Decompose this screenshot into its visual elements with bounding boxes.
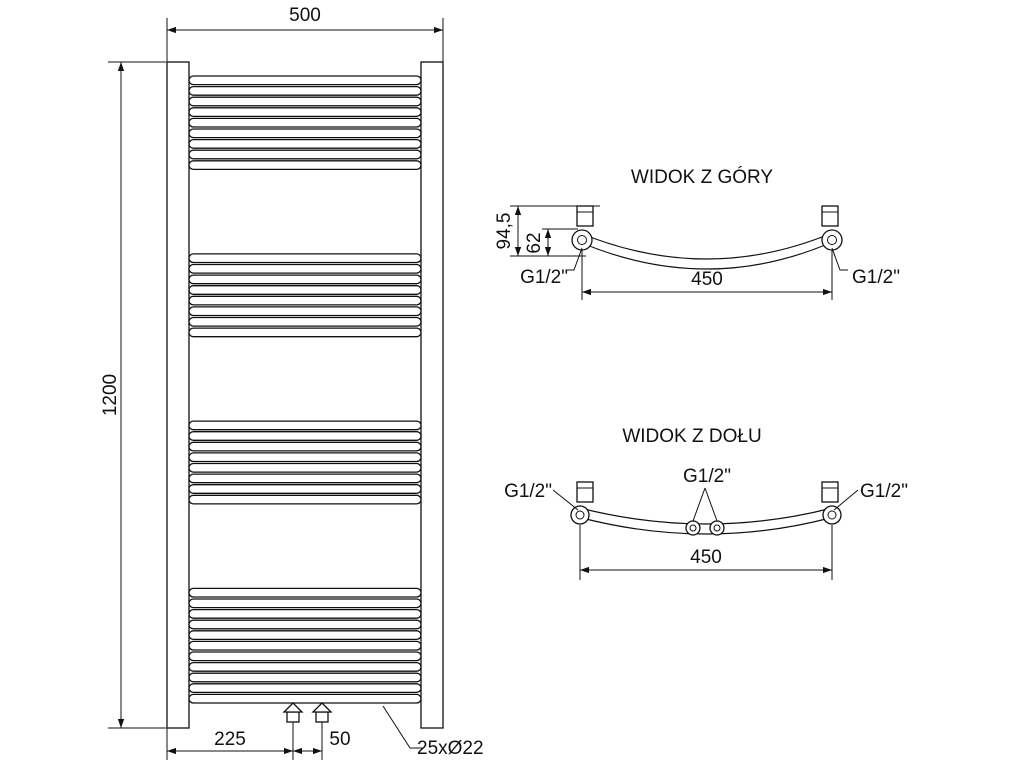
- bottom-span-dimension-label: 450: [690, 547, 722, 568]
- bottom-left-connection-label: G1/2": [504, 481, 552, 502]
- horizontal-tube: [188, 651, 422, 662]
- horizontal-tube: [188, 452, 422, 463]
- valve-left: [282, 702, 304, 760]
- middle-connection-leader: [704, 487, 718, 522]
- horizontal-tube: [188, 630, 422, 641]
- bottom-left-valve: [570, 481, 594, 525]
- tubes-leader-line: [382, 705, 422, 749]
- bottom-right-connection-label: G1/2": [860, 481, 908, 502]
- top-span-dimension-label: 450: [691, 269, 723, 290]
- front-view: 500 1200 225 50 25xØ22: [100, 5, 484, 760]
- bottom-view-title: WIDOK Z DOŁU: [622, 426, 761, 447]
- rail-curve-inner: [581, 517, 831, 535]
- horizontal-tube: [188, 306, 422, 317]
- right-collector: [420, 61, 444, 729]
- right-connection-leader: [831, 247, 848, 271]
- horizontal-tube: [188, 683, 422, 694]
- horizontal-tube: [188, 484, 422, 494]
- horizontal-tube: [188, 117, 422, 128]
- top-left-valve: [571, 205, 594, 251]
- horizontal-tube: [188, 149, 422, 160]
- horizontal-tube: [188, 661, 422, 672]
- tubes-label: 25xØ22: [417, 738, 484, 759]
- top-left-connection-label: G1/2": [520, 267, 568, 288]
- horizontal-tube: [188, 75, 422, 86]
- right-connection-leader: [833, 489, 859, 511]
- rail-curve-inner: [581, 242, 831, 270]
- bottom-right-valve: [821, 481, 842, 525]
- bottom-middle-connection-label: G1/2": [683, 466, 731, 487]
- rail-curve-outer: [579, 232, 833, 260]
- depth-dimension-label: 94,5: [494, 213, 515, 250]
- horizontal-tube: [188, 107, 422, 118]
- horizontal-tube: [188, 619, 422, 630]
- top-view: WIDOK Z GÓRY 94,5 62 G1/2" G1/2": [494, 166, 900, 300]
- left-connection-leader: [566, 247, 583, 271]
- horizontal-tube: [188, 316, 422, 327]
- horizontal-tube: [188, 138, 422, 149]
- horizontal-tube: [188, 285, 422, 295]
- horizontal-tube: [188, 327, 422, 338]
- horizontal-tube: [188, 693, 422, 704]
- horizontal-tube: [188, 274, 422, 285]
- horizontal-tube: [188, 462, 422, 473]
- horizontal-tube: [188, 96, 422, 107]
- tube-group: [188, 75, 422, 704]
- horizontal-tube: [188, 473, 422, 484]
- left-collector: [166, 61, 190, 729]
- top-right-connection-label: G1/2": [852, 267, 900, 288]
- horizontal-tube: [188, 608, 422, 619]
- valve-right: [311, 702, 333, 760]
- horizontal-tube: [188, 253, 422, 264]
- rail-curve-outer: [579, 507, 833, 525]
- horizontal-tube: [188, 640, 422, 651]
- horizontal-tube: [188, 85, 422, 96]
- horizontal-tube: [188, 420, 422, 431]
- horizontal-tube: [188, 263, 422, 274]
- horizontal-tube: [188, 160, 422, 171]
- horizontal-tube: [188, 587, 422, 598]
- left-connection-leader: [552, 489, 579, 511]
- spacing-dimension-label: 50: [329, 729, 350, 750]
- horizontal-tube: [188, 441, 422, 452]
- width-dimension-label: 500: [289, 5, 321, 26]
- height-dimension-label: 1200: [100, 374, 121, 416]
- horizontal-tube: [188, 128, 422, 139]
- top-view-title: WIDOK Z GÓRY: [631, 166, 773, 188]
- horizontal-tube: [188, 494, 422, 505]
- middle-connection-leader: [692, 487, 706, 522]
- offset-dimension-label: 225: [214, 729, 246, 750]
- bottom-middle-connection-1: [685, 520, 701, 536]
- bottom-middle-connection-2: [709, 520, 725, 536]
- horizontal-tube: [188, 672, 422, 683]
- bottom-view: WIDOK Z DOŁU G1/2" G1/2" G1/2": [504, 426, 908, 580]
- center-dimension-label: 62: [524, 232, 545, 253]
- horizontal-tube: [188, 598, 422, 609]
- top-right-valve: [821, 205, 843, 251]
- horizontal-tube: [188, 295, 422, 306]
- horizontal-tube: [188, 431, 422, 441]
